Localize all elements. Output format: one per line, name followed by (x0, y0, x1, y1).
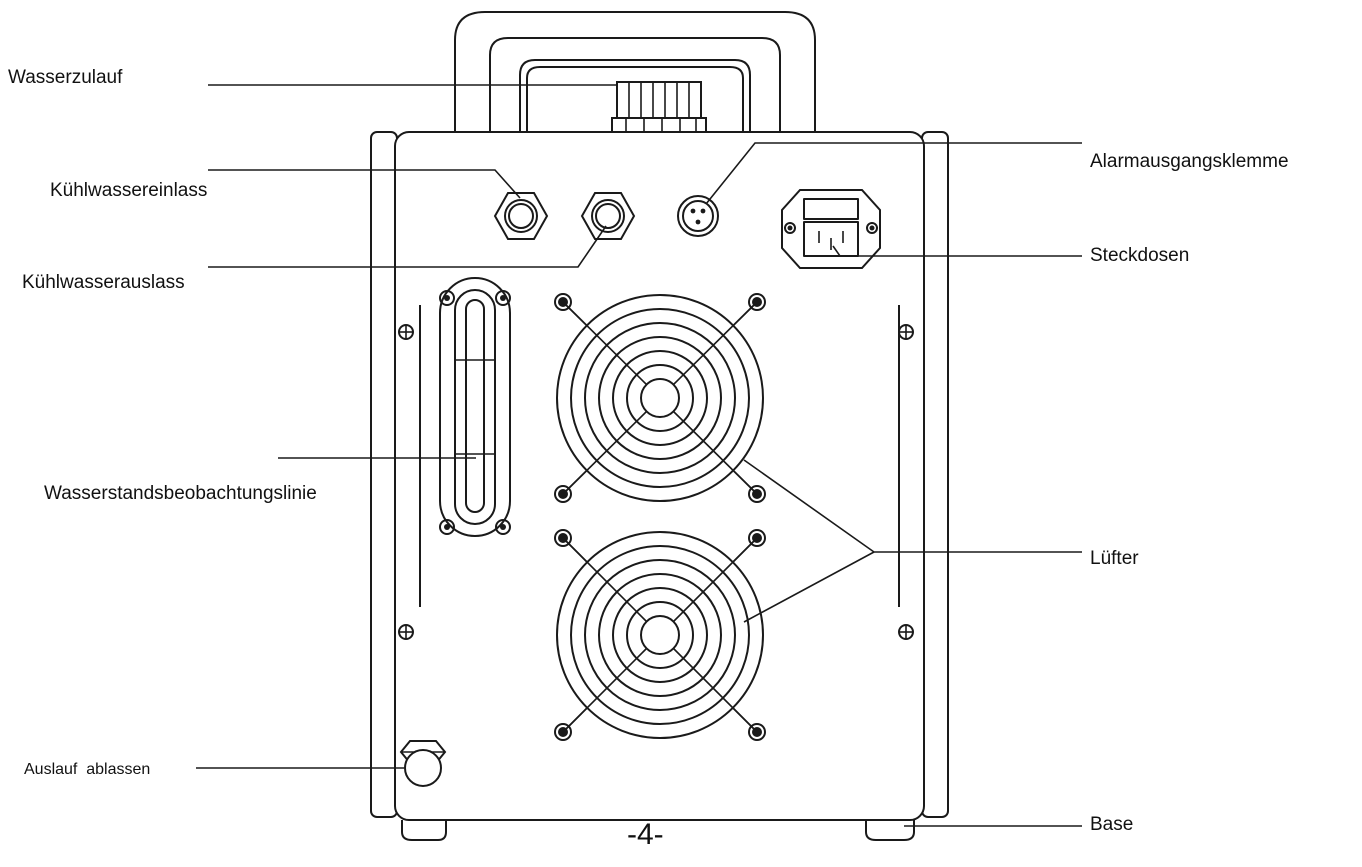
label-drain-outlet: Auslauf ablassen (24, 761, 151, 778)
water-level-sight-tube (439, 277, 511, 537)
base-feet (401, 820, 915, 841)
fan-upper (554, 293, 766, 503)
label-cooling-water-outlet: Kühlwasserauslass (22, 272, 185, 293)
drain-valve (399, 740, 447, 787)
leader-lines (196, 84, 1082, 827)
cooling-water-outlet-fitting (580, 192, 636, 240)
label-water-level-line: Wasserstandsbeobachtungslinie (44, 483, 317, 504)
page-number: -4- (627, 818, 664, 851)
fan-lower (554, 529, 766, 741)
panel-screws (398, 324, 914, 640)
carry-handle (454, 11, 816, 135)
label-sockets: Steckdosen (1090, 245, 1190, 266)
label-fans: Lüfter (1090, 548, 1139, 569)
label-alarm-terminal: Alarmausgangsklemme (1090, 151, 1289, 172)
power-socket (781, 189, 881, 269)
water-inlet-cap (611, 81, 707, 136)
alarm-terminal-connector (677, 195, 719, 237)
label-cooling-water-inlet: Kühlwassereinlass (50, 180, 208, 201)
label-water-inlet: Wasserzulauf (8, 67, 123, 88)
cooling-water-inlet-fitting (493, 192, 549, 240)
label-base: Base (1090, 814, 1134, 835)
